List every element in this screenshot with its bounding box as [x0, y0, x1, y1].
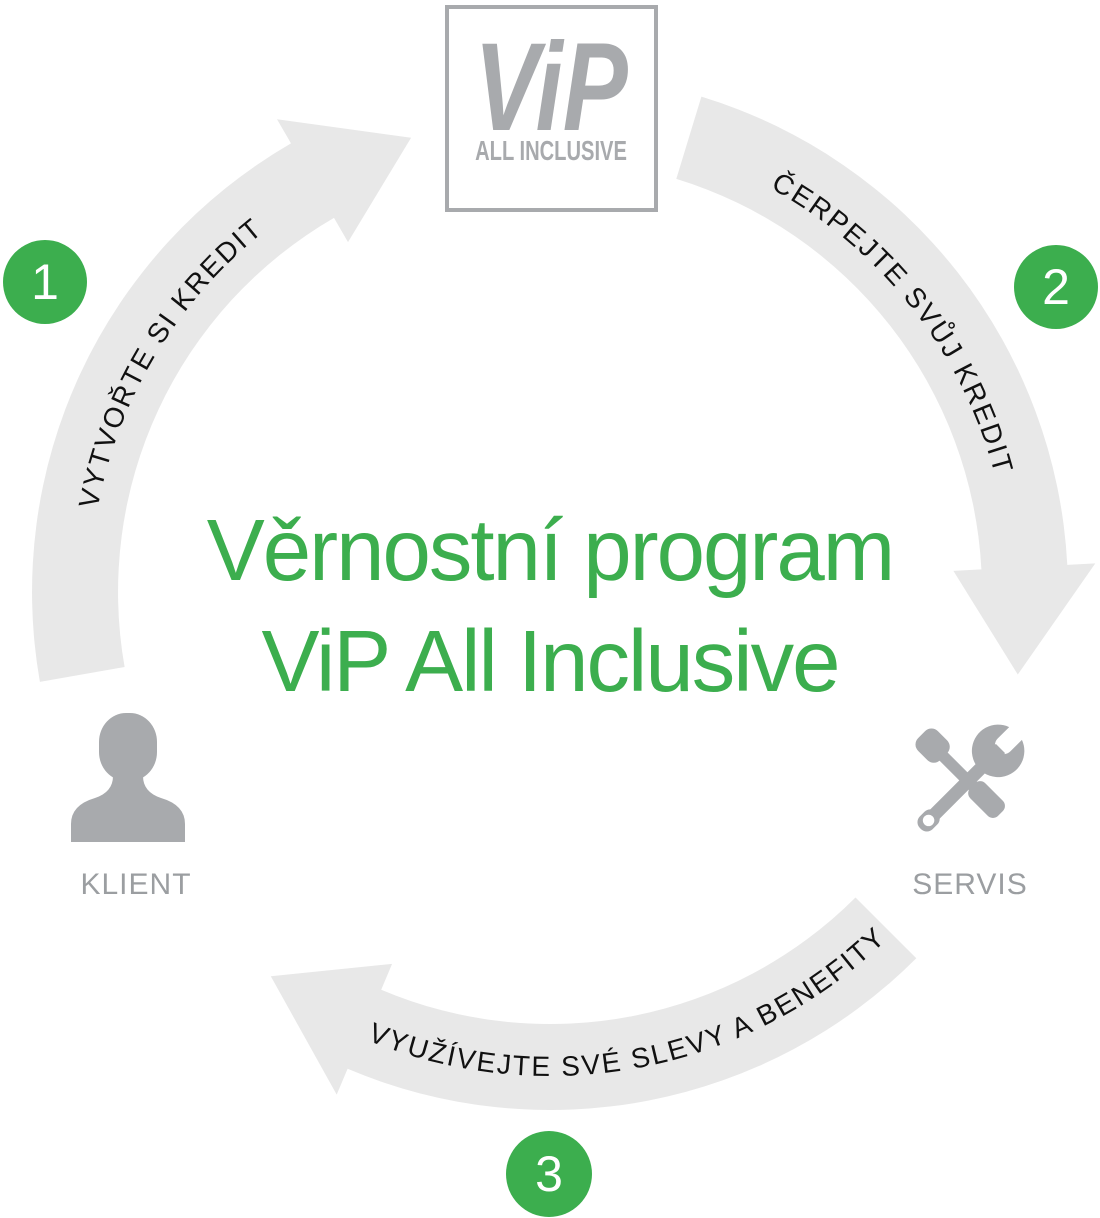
- step-badge-3-circle: [506, 1131, 592, 1217]
- step-badge-2: 2: [1014, 245, 1098, 329]
- arrow-band-step1: [32, 119, 412, 682]
- step-badge-3-number: 3: [535, 1146, 563, 1202]
- arrow-band-step3: [270, 897, 917, 1110]
- logo-brand-text: ViP: [474, 17, 628, 156]
- client-label: KLIENT: [80, 868, 191, 901]
- step-badge-2-circle: [1014, 245, 1098, 329]
- diagram-title-line1: Věrnostní program: [207, 502, 894, 599]
- step-badge-1-number: 1: [31, 254, 59, 310]
- wrench-icon: [917, 724, 1025, 832]
- step-badge-3: 3: [506, 1131, 592, 1217]
- arrow-band-step2: [676, 96, 1096, 675]
- tools-icon: [915, 724, 1025, 832]
- step-badge-2-number: 2: [1042, 259, 1070, 315]
- step-badge-1-circle: [3, 240, 87, 324]
- diagram-title-line2: ViP All Inclusive: [262, 613, 839, 710]
- vip-logo-box: ViP ALL INCLUSIVE: [445, 5, 658, 212]
- person-icon: [71, 713, 185, 842]
- logo-subtitle-text: ALL INCLUSIVE: [475, 136, 627, 167]
- client-node: KLIENT: [71, 713, 191, 901]
- service-node: SERVIS: [912, 724, 1028, 901]
- logo-border: [445, 5, 658, 212]
- step-badge-1: 1: [3, 240, 87, 324]
- service-label: SERVIS: [912, 868, 1028, 901]
